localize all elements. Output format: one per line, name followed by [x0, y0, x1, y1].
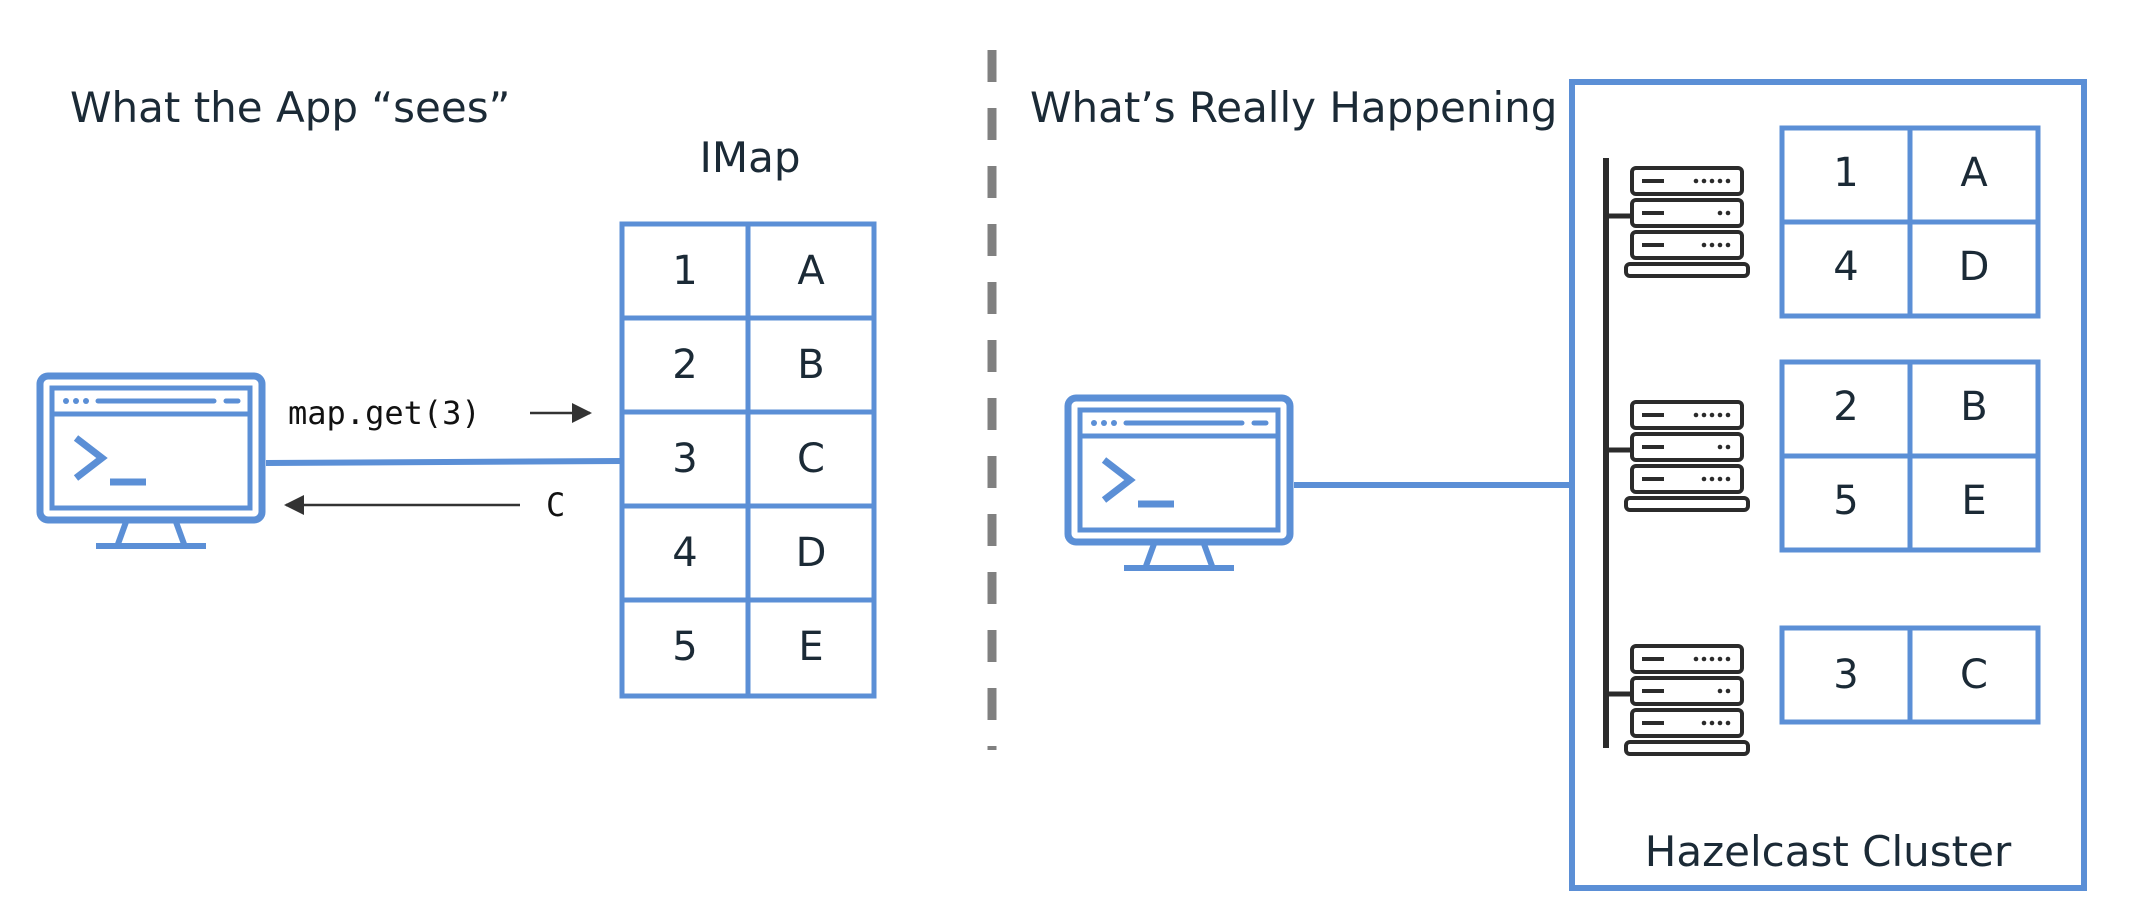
imap-label: IMap [699, 133, 800, 182]
left-panel: What the App “sees” IMap 1 A 2 B 3 C 4 D… [40, 83, 877, 699]
server-rack-icon [1624, 644, 1750, 756]
cluster-border [1569, 79, 2087, 891]
partition-value-cell: C [1960, 652, 1988, 698]
partition-table: 2 B 5 E [1779, 359, 2041, 553]
partition-value-cell: B [1960, 384, 1987, 430]
right-panel-title: What’s Really Happening [1030, 83, 1557, 132]
partition-value-cell: A [1960, 150, 1988, 196]
terminal-monitor-icon [1068, 398, 1290, 568]
response-label: C [546, 486, 565, 524]
left-panel-title: What the App “sees” [70, 83, 510, 132]
request-label: map.get(3) [288, 394, 481, 432]
imap-value-cell: D [796, 530, 827, 576]
partition-table: 3 C [1779, 625, 2041, 725]
server-rack-icon [1624, 400, 1750, 512]
imap-key-cell: 1 [672, 248, 697, 294]
imap-key-cell: 4 [672, 530, 697, 576]
imap-key-cell: 2 [672, 342, 697, 388]
partition-key-cell: 1 [1833, 150, 1858, 196]
hazelcast-cluster: 1 A 4 D 2 B 5 E 3 C Hazel [1569, 79, 2087, 891]
imap-key-cell: 5 [672, 624, 697, 670]
imap-value-cell: A [797, 248, 825, 294]
imap-value-cell: E [798, 624, 823, 670]
server-rack-icon [1624, 166, 1750, 278]
partition-key-cell: 5 [1833, 478, 1858, 524]
partition-value-cell: D [1959, 244, 1990, 290]
partition-value-cell: E [1961, 478, 1986, 524]
terminal-monitor-icon [40, 376, 262, 546]
partition-table: 1 A 4 D [1779, 125, 2041, 319]
partition-key-cell: 3 [1833, 652, 1858, 698]
imap-value-cell: C [797, 436, 825, 482]
right-panel: What’s Really Happening 1 A 4 D [1030, 79, 2087, 891]
imap-table: 1 A 2 B 3 C 4 D 5 E [619, 221, 877, 699]
imap-key-cell: 3 [672, 436, 697, 482]
cluster-label: Hazelcast Cluster [1645, 827, 2012, 876]
imap-value-cell: B [797, 342, 824, 388]
partition-key-cell: 4 [1833, 244, 1858, 290]
client-to-imap-connector [265, 458, 623, 466]
partition-key-cell: 2 [1833, 384, 1858, 430]
